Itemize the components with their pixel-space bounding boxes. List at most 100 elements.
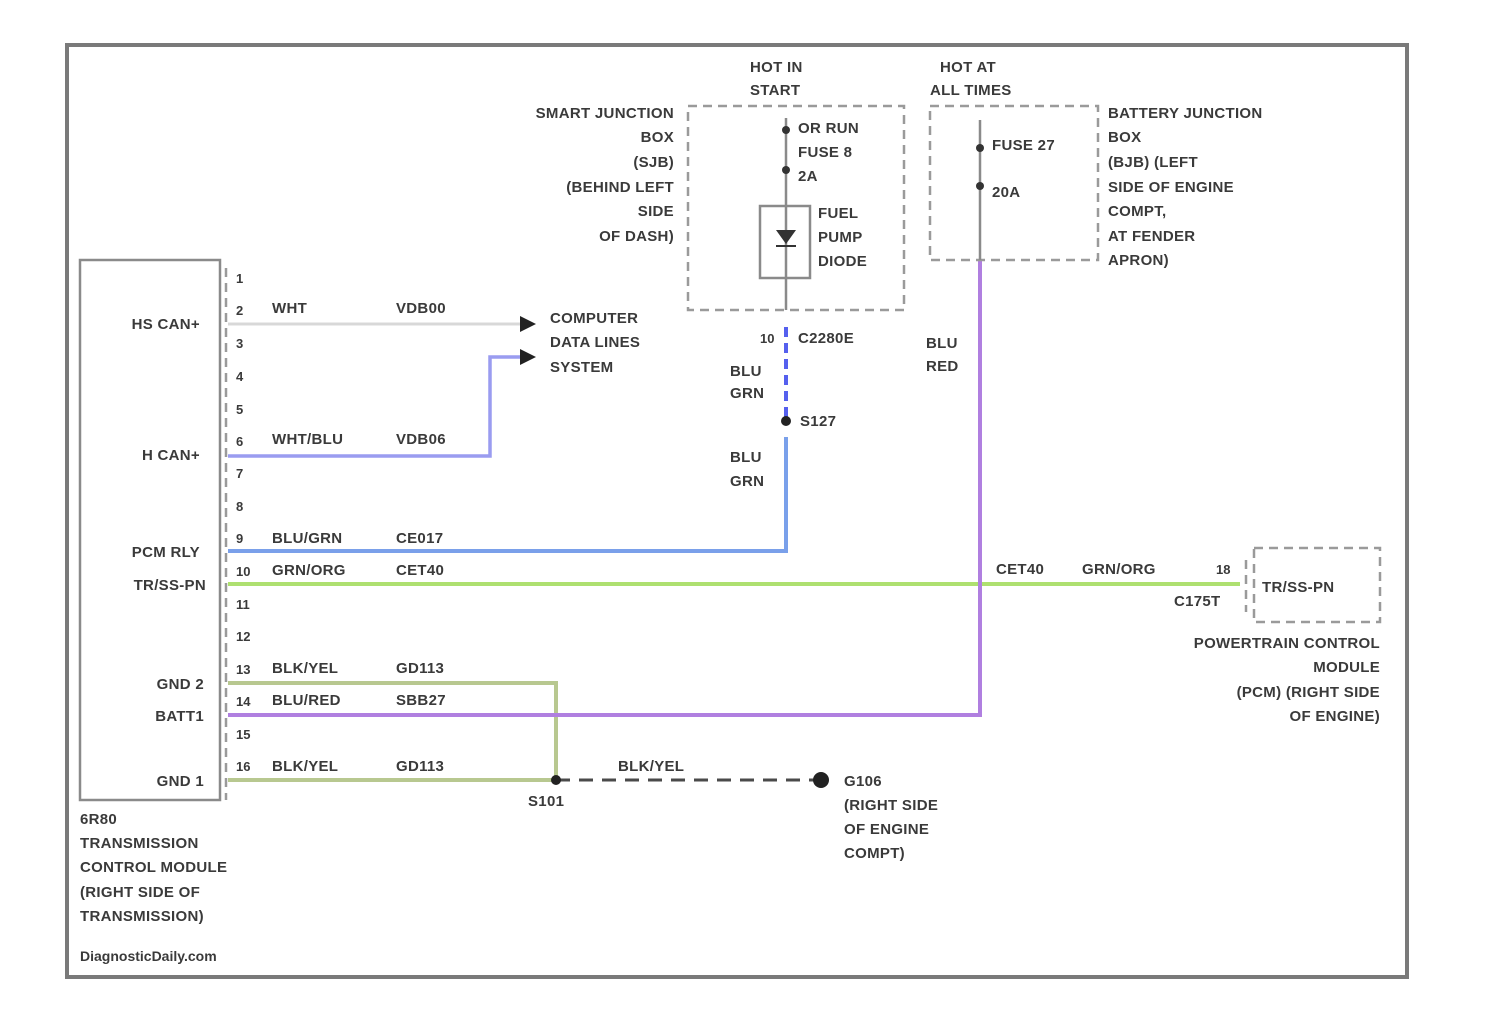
bjb-label-line: COMPT, xyxy=(1108,203,1166,220)
data-lines-label: COMPUTER DATA LINES SYSTEM xyxy=(550,310,640,376)
fuse8-terminal-top xyxy=(782,126,790,134)
wire-color-label: WHT xyxy=(272,300,307,317)
wire-circuit-label: GD113 xyxy=(396,758,444,775)
tcm-pin: 11 xyxy=(236,597,250,612)
tcm-pin: 13 xyxy=(236,662,250,677)
diode-label: PUMP xyxy=(818,229,863,246)
tcm-signal: GND 2 xyxy=(157,676,204,693)
tcm-pin: 2 xyxy=(236,303,243,318)
tcm-pin: 14 xyxy=(236,694,251,709)
pcm-caption-line: (PCM) (RIGHT SIDE xyxy=(1237,684,1380,701)
data-line-arrow-1 xyxy=(520,316,536,332)
fuse27-label: FUSE 27 xyxy=(992,137,1055,154)
sjb-label-line: (SJB) xyxy=(633,154,674,171)
bjb-header: ALL TIMES xyxy=(930,82,1012,99)
diode-symbol xyxy=(776,230,796,244)
sjb-label-line: SIDE xyxy=(638,203,674,220)
s127-wire-color: GRN xyxy=(730,473,764,490)
splice-s101-dot xyxy=(551,775,561,785)
wire-circuit-label: VDB00 xyxy=(396,300,446,317)
pcm-labels: 18 C175T TR/SS-PN POWERTRAIN CONTROL MOD… xyxy=(1174,562,1380,725)
fuse8-label: FUSE 8 xyxy=(798,144,852,161)
tcm-pin: 3 xyxy=(236,336,243,351)
sjb-connector-pin: 10 xyxy=(760,331,774,346)
bjb-label-line: (BJB) (LEFT xyxy=(1108,154,1198,171)
tcm-pin: 4 xyxy=(236,369,244,384)
ground-label-line: G106 xyxy=(844,773,882,790)
sjb-label-line: (BEHIND LEFT xyxy=(566,179,674,196)
pcm-caption-line: POWERTRAIN CONTROL xyxy=(1194,635,1380,652)
splice-s127-label: S127 xyxy=(800,413,836,430)
sjb-label-line: SMART JUNCTION xyxy=(536,105,674,122)
tcm-pin: 8 xyxy=(236,499,243,514)
tcm-signal: H CAN+ xyxy=(142,447,200,464)
ground-label-line: (RIGHT SIDE xyxy=(844,797,938,814)
diode-label: DIODE xyxy=(818,253,867,270)
bjb-label-line: BATTERY JUNCTION xyxy=(1108,105,1263,122)
sjb-header: HOT IN xyxy=(750,59,803,76)
wire-circuit-label: GD113 xyxy=(396,660,444,677)
fuse8-terminal-bottom xyxy=(782,166,790,174)
ground-wire-color-label: BLK/YEL xyxy=(618,758,684,775)
wire-color-label: GRN/ORG xyxy=(272,562,346,579)
tcm-pin: 1 xyxy=(236,271,243,286)
tcm-caption-line: TRANSMISSION xyxy=(80,835,199,852)
wire-circuit-label: CET40 xyxy=(396,562,444,579)
tcm-signal: BATT1 xyxy=(155,708,204,725)
bjb-box xyxy=(930,106,1098,260)
tcm-caption-line: TRANSMISSION) xyxy=(80,908,204,925)
footer-watermark: DiagnosticDaily.com xyxy=(80,948,217,964)
s127-wire-color: BLU xyxy=(730,449,762,466)
tcm-signal: GND 1 xyxy=(157,773,204,790)
bjb-label-line: AT FENDER xyxy=(1108,228,1195,245)
ground-label-line: COMPT) xyxy=(844,845,905,862)
diode-label: FUEL xyxy=(818,205,858,222)
fuse27-rating: 20A xyxy=(992,184,1020,201)
bjb-header: HOT AT xyxy=(940,59,996,76)
fuse8-label: 2A xyxy=(798,168,818,185)
fuse8-label: OR RUN xyxy=(798,120,859,137)
batt-wire-color: BLU xyxy=(926,335,958,352)
tcm-signal: PCM RLY xyxy=(132,544,200,561)
wire-color-label: BLK/YEL xyxy=(272,758,338,775)
c02-wire-color: GRN xyxy=(730,385,764,402)
wire-color-label: BLU/GRN xyxy=(272,530,342,547)
tcm-signal: HS CAN+ xyxy=(132,316,200,333)
pcm-caption-line: MODULE xyxy=(1313,659,1380,676)
wire-color-label: BLK/YEL xyxy=(272,660,338,677)
ground-label-line: OF ENGINE xyxy=(844,821,929,838)
tcm-pin-numbers: 1 2 3 4 5 6 7 8 9 10 11 12 13 14 15 16 xyxy=(236,271,251,774)
wire-color-label: WHT/BLU xyxy=(272,431,343,448)
wire-circuit-label: CE017 xyxy=(396,530,443,547)
tcm-pin: 10 xyxy=(236,564,250,579)
pcm-circuit-label: CET40 xyxy=(996,561,1044,578)
sjb-box xyxy=(688,106,904,310)
tcm-pin: 15 xyxy=(236,727,250,742)
tcm-signal: TR/SS-PN xyxy=(134,577,206,594)
bjb-label-line: SIDE OF ENGINE xyxy=(1108,179,1234,196)
fuse27-terminal-top xyxy=(976,144,984,152)
pcm-caption-line: OF ENGINE) xyxy=(1289,708,1380,725)
wires xyxy=(228,260,1240,780)
bjb-label-line: BOX xyxy=(1108,129,1141,146)
wire-circuit-label: SBB27 xyxy=(396,692,446,709)
tcm-pin: 16 xyxy=(236,759,250,774)
pcm-connector-label: C175T xyxy=(1174,593,1221,610)
data-lines-line: COMPUTER xyxy=(550,310,638,327)
bjb-label-line: APRON) xyxy=(1108,252,1169,269)
batt-wire-color: RED xyxy=(926,358,959,375)
tcm-caption-line: (RIGHT SIDE OF xyxy=(80,884,200,901)
sjb-label-line: OF DASH) xyxy=(599,228,674,245)
data-line-arrow-2 xyxy=(520,349,536,365)
tcm-pin: 9 xyxy=(236,531,243,546)
tcm-caption-line: 6R80 xyxy=(80,811,117,828)
pcm-signal: TR/SS-PN xyxy=(1262,579,1334,596)
splice-s127-dot xyxy=(781,416,791,426)
tcm-pin: 5 xyxy=(236,402,243,417)
sjb-header: START xyxy=(750,82,800,99)
tcm-pin: 12 xyxy=(236,629,250,644)
ground-g106-symbol xyxy=(813,772,829,788)
c02-wire-color: BLU xyxy=(730,363,762,380)
fuse27-terminal-bottom xyxy=(976,182,984,190)
